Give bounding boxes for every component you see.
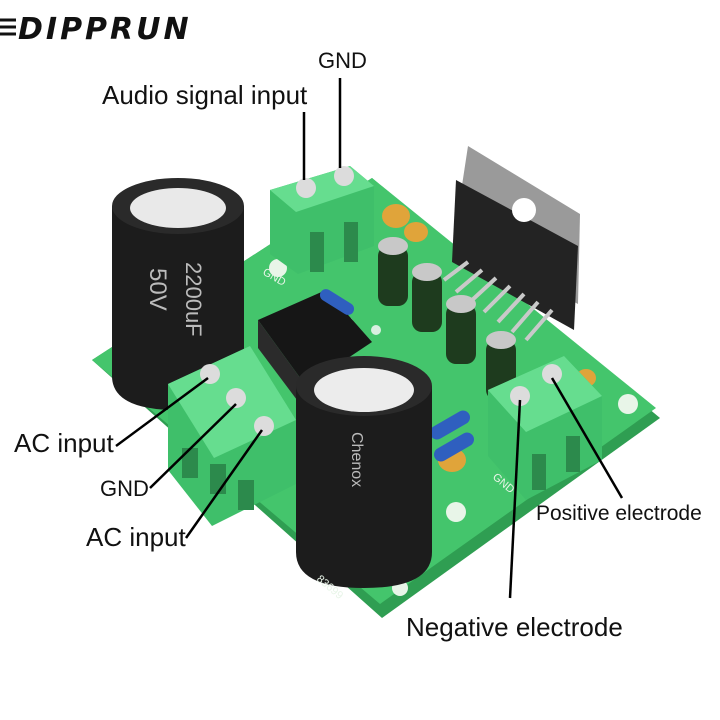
logo-speed-lines: [0, 18, 16, 36]
bridge-rectifier: [258, 290, 372, 412]
label-ac-input-1: AC input: [14, 428, 114, 458]
label-gnd-left: GND: [100, 476, 149, 501]
terminal-ac-input: [168, 346, 296, 526]
label-gnd-top: GND: [318, 48, 367, 73]
label-positive-electrode: Positive electrode: [536, 502, 702, 525]
label-negative-electrode: Negative electrode: [406, 612, 623, 642]
terminal-audio-input: [270, 166, 374, 274]
resistors: [319, 289, 474, 462]
label-audio-signal-input: Audio signal input: [102, 80, 308, 110]
label-ac-input-2: AC input: [86, 522, 186, 552]
cap-left-voltage: 50V: [144, 268, 171, 311]
capacitor-left: 2200uF 50V: [112, 178, 244, 410]
brand-logo: DIPPRUN: [18, 12, 192, 47]
cap-left-rating: 2200uF: [181, 262, 206, 337]
leader-lines: [115, 78, 624, 599]
cap-right-brand: Chenox: [348, 432, 365, 487]
power-ic: [442, 146, 580, 342]
capacitor-right: Chenox: [296, 356, 432, 588]
